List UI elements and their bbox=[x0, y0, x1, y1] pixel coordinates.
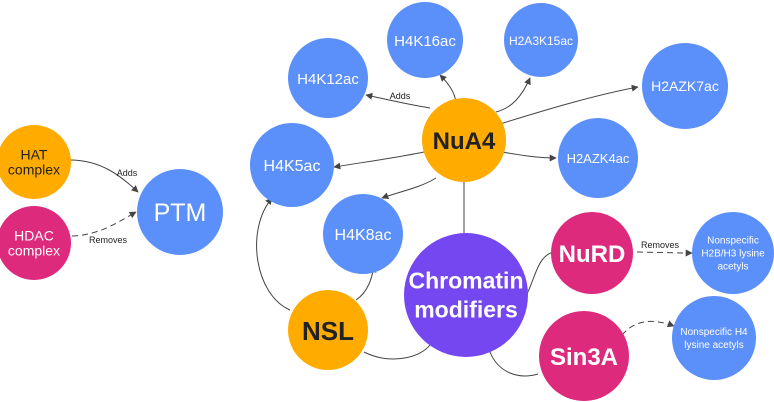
label-line: acetyls bbox=[717, 262, 748, 273]
nonspecific-h4-label: Nonspecific H4 lysine acetyls bbox=[680, 327, 748, 351]
edge-nua4-h2azk7ac bbox=[499, 84, 639, 125]
edge-chromatin-sin3a bbox=[489, 351, 539, 377]
edge-nua4-h4k16ac bbox=[439, 74, 457, 104]
label-line: complex bbox=[8, 161, 60, 177]
node-h4k16ac: H4K16ac bbox=[387, 2, 463, 78]
chromatin-modifiers-label: Chromatin modifiers bbox=[409, 268, 524, 323]
edge-label-removes: Removes bbox=[89, 235, 128, 245]
node-nonspecific-h4 bbox=[672, 296, 756, 380]
label-line: lysine acetyls bbox=[684, 340, 743, 351]
h2a3k15ac-label: H2A3K15ac bbox=[509, 34, 573, 48]
node-ptm-circle bbox=[137, 169, 223, 255]
node-hat-complex bbox=[0, 125, 71, 199]
edge-hdac-ptm bbox=[71, 211, 137, 237]
edge-nua4-h4k12ac bbox=[365, 92, 431, 109]
edge-nua4-h4k5ac bbox=[333, 151, 425, 170]
edge-nua4-h4k8ac bbox=[381, 177, 437, 200]
node-h2a3k15ac: H2A3K15ac bbox=[504, 3, 578, 77]
label-line: Nonspecific H4 bbox=[680, 327, 748, 338]
label-line: H2B/H3 lysine bbox=[701, 249, 765, 260]
node-nsl: NSL bbox=[288, 290, 368, 370]
label-line: HDAC bbox=[14, 227, 54, 243]
edge-label-adds: Adds bbox=[117, 168, 138, 178]
node-hdac-circle bbox=[0, 206, 71, 280]
node-nonspecific-h2b-h3 bbox=[692, 212, 774, 294]
nsl-label: NSL bbox=[302, 316, 354, 346]
node-hat-circle bbox=[0, 125, 71, 199]
sin3a-label: Sin3A bbox=[550, 344, 618, 371]
node-nua4: NuA4 bbox=[422, 98, 506, 182]
node-h4k12ac: H4K12ac bbox=[288, 38, 368, 118]
edge-nsl-h4k5ac bbox=[256, 197, 291, 311]
edge-nurd-nonspecific-h2b bbox=[626, 249, 693, 257]
edge-nua4-h2azk4ac bbox=[501, 151, 557, 162]
edge-hat-ptm bbox=[69, 159, 139, 193]
label-line: complex bbox=[8, 242, 60, 258]
label-line: modifiers bbox=[414, 297, 518, 323]
nua4-label: NuA4 bbox=[433, 128, 496, 155]
node-chromatin-modifiers bbox=[404, 233, 528, 357]
h4k12ac-label: H4K12ac bbox=[297, 71, 359, 88]
edge-chromatin-nurd bbox=[526, 251, 555, 295]
node-h4k5ac: H4K5ac bbox=[250, 123, 334, 207]
label-line: Nonspecific bbox=[707, 236, 759, 247]
node-nurd: NuRD bbox=[551, 212, 633, 294]
node-h4k8ac: H4K8ac bbox=[323, 194, 403, 274]
h4k16ac-label: H4K16ac bbox=[394, 33, 456, 50]
edge-nua4-h2a3k15ac bbox=[495, 77, 531, 113]
h2azk7ac-label: H2AZK7ac bbox=[651, 78, 719, 94]
h2azk4ac-label: H2AZK4ac bbox=[567, 151, 630, 166]
edge-nsl-chromatin bbox=[363, 344, 431, 360]
node-ptm: PTM bbox=[137, 169, 223, 255]
h4k8ac-label: H4K8ac bbox=[335, 227, 392, 244]
edge-label-nua4-adds: Adds bbox=[390, 91, 411, 101]
nurd-label: NuRD bbox=[559, 241, 626, 268]
label-line: Chromatin bbox=[409, 268, 524, 294]
node-sin3a: Sin3A bbox=[539, 311, 629, 401]
h4k5ac-label: H4K5ac bbox=[264, 158, 321, 175]
node-h2azk4ac: H2AZK4ac bbox=[558, 118, 638, 198]
ptm-label: PTM bbox=[154, 199, 207, 227]
node-h2azk7ac: H2AZK7ac bbox=[642, 43, 728, 129]
label-line: HAT bbox=[21, 146, 48, 162]
node-hdac-complex bbox=[0, 206, 71, 280]
edge-sin3a-nonspecific-h4 bbox=[621, 320, 675, 336]
edge-label-nurd-removes: Removes bbox=[641, 240, 680, 250]
